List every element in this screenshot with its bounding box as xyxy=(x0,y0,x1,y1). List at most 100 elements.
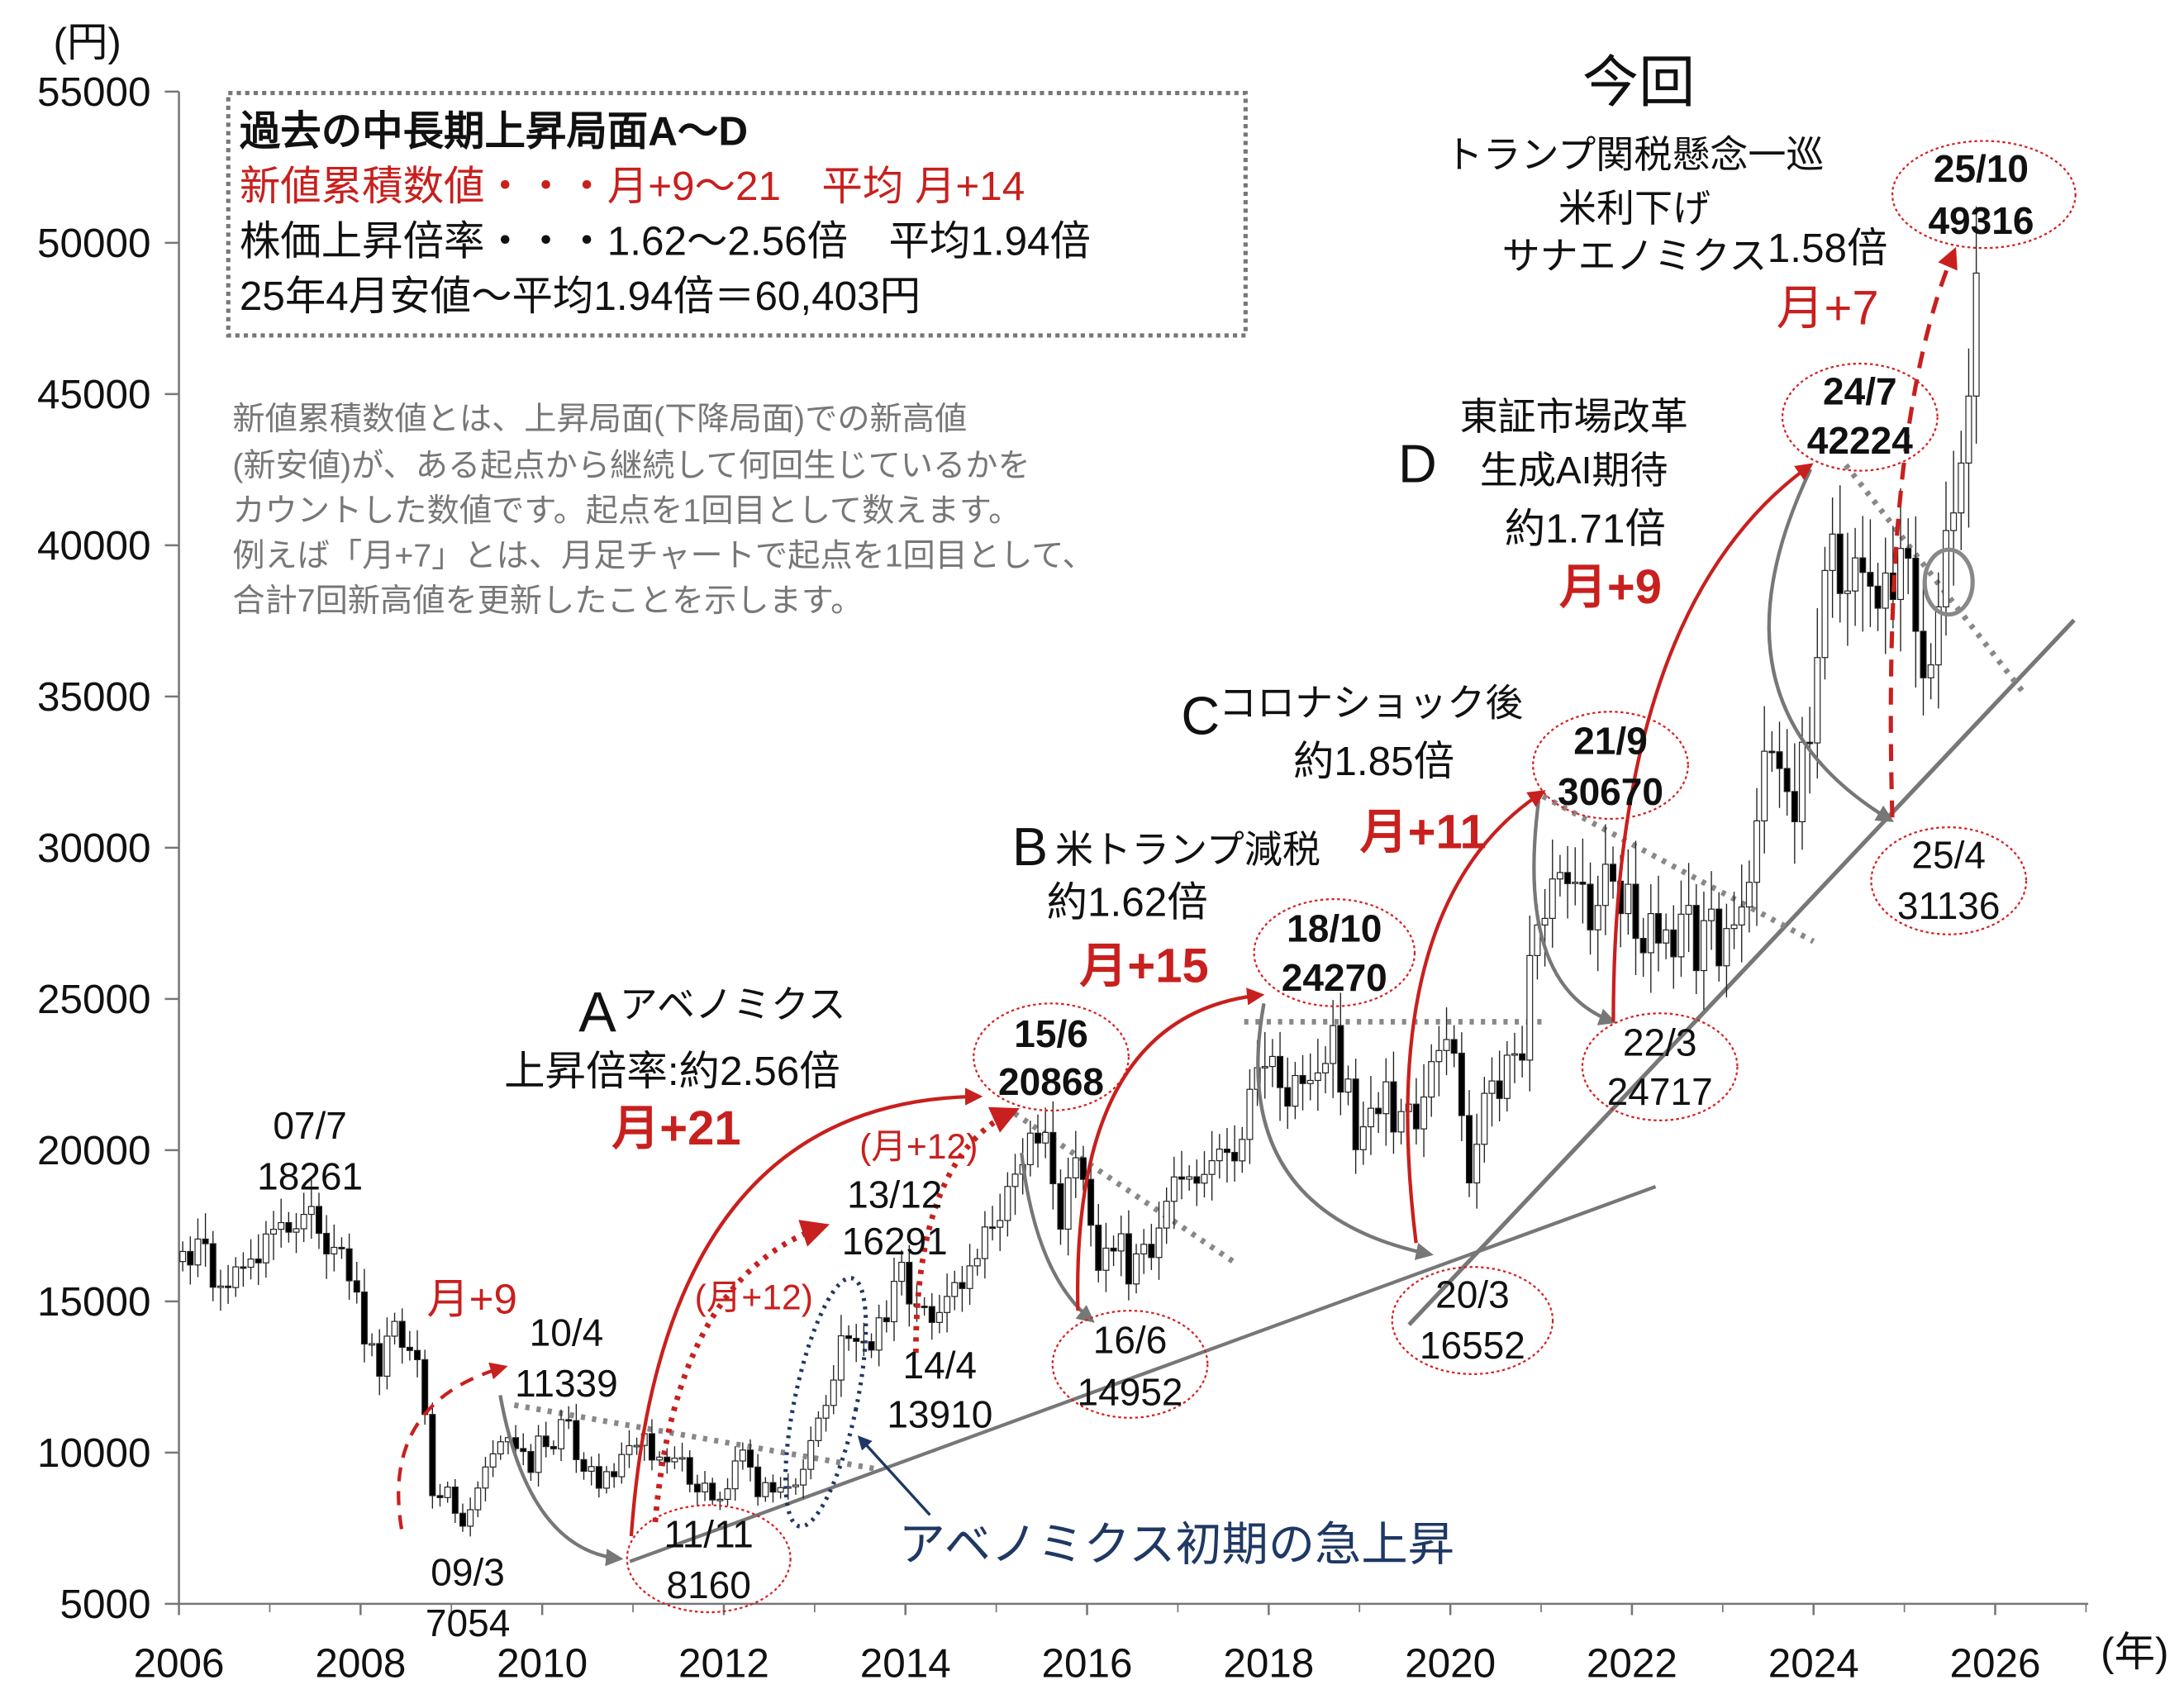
candle xyxy=(1117,1215,1125,1277)
candle-body xyxy=(535,1435,542,1473)
candle xyxy=(1715,892,1723,982)
candle xyxy=(906,1244,913,1327)
candle-body xyxy=(1654,913,1662,944)
candle xyxy=(527,1444,535,1482)
candle-body xyxy=(928,1306,935,1323)
candle xyxy=(1306,1053,1314,1101)
candle-body xyxy=(1117,1233,1125,1252)
candle-body xyxy=(837,1335,845,1381)
candle-body xyxy=(588,1466,595,1473)
candle-body xyxy=(1647,913,1654,954)
phase-a-count: 月+21 xyxy=(611,1102,740,1155)
summary-target: 25年4月安値〜平均1.94倍＝60,403円 xyxy=(240,274,921,319)
candle-body xyxy=(1072,1157,1079,1179)
y-tick-label: 15000 xyxy=(37,1279,150,1325)
candle-body xyxy=(1829,533,1836,571)
candle xyxy=(1284,1057,1292,1130)
candle-body xyxy=(807,1439,815,1470)
candle-body xyxy=(202,1238,209,1244)
candle xyxy=(360,1268,368,1363)
phase-d-theme: 東証市場改革 xyxy=(1460,395,1688,438)
candle-body xyxy=(656,1456,664,1461)
candle-body xyxy=(1125,1233,1132,1285)
candle-body xyxy=(1897,548,1905,601)
candle xyxy=(935,1294,943,1334)
candle xyxy=(270,1211,278,1260)
candle-body xyxy=(1677,913,1685,958)
date-label: 25/4 xyxy=(1911,834,1986,877)
phase-c-ratio: 約1.85倍 xyxy=(1293,739,1454,784)
phase-d-ratio: 約1.71倍 xyxy=(1505,507,1666,552)
candle xyxy=(815,1411,822,1448)
rise-arrows xyxy=(397,246,1958,1537)
candle xyxy=(323,1215,331,1279)
candle xyxy=(1745,860,1753,933)
candle-body xyxy=(1708,908,1715,921)
y-tick-label: 35000 xyxy=(37,674,150,720)
candle xyxy=(951,1270,959,1311)
candle-body xyxy=(1337,1025,1344,1093)
candle-body xyxy=(1511,1053,1518,1056)
phase-d-letter: D xyxy=(1398,433,1437,493)
candle-body xyxy=(1079,1157,1087,1180)
abenomics-early-ellipse xyxy=(783,1276,868,1529)
candle xyxy=(285,1211,293,1243)
candle xyxy=(739,1442,746,1470)
candle-body xyxy=(542,1435,550,1448)
candle xyxy=(331,1224,338,1272)
candle-body xyxy=(451,1486,459,1514)
candle xyxy=(731,1446,739,1501)
candle-body xyxy=(1503,1054,1511,1099)
candle xyxy=(1277,1031,1284,1121)
resistance-line-2010 xyxy=(513,1402,874,1472)
candle xyxy=(1268,1039,1276,1087)
candle-body xyxy=(1087,1178,1095,1226)
candle-body xyxy=(1972,272,1980,397)
abenomics-early-label: アベノミクス初期の急上昇 xyxy=(899,1518,1454,1570)
candle-body xyxy=(618,1454,626,1477)
candle xyxy=(573,1403,580,1473)
candle xyxy=(1496,1050,1503,1122)
candle-body xyxy=(1639,937,1647,954)
candle xyxy=(588,1456,595,1486)
candle-body xyxy=(194,1238,202,1266)
candle-body xyxy=(1322,1063,1330,1073)
candle xyxy=(1738,864,1745,963)
candle xyxy=(989,1206,997,1241)
summary-title: 過去の中長期上昇局面A〜D xyxy=(240,109,748,155)
candle xyxy=(1541,888,1549,967)
candle-body xyxy=(489,1453,497,1468)
candle xyxy=(1178,1150,1186,1200)
candle-body xyxy=(1745,882,1753,908)
candle xyxy=(973,1249,981,1276)
candle xyxy=(997,1193,1004,1251)
candle-body xyxy=(1958,462,1965,514)
y-tick-label: 10000 xyxy=(37,1430,150,1476)
candle-body xyxy=(353,1280,360,1293)
x-axis-unit: (年) xyxy=(2101,1630,2168,1675)
candle xyxy=(883,1300,890,1333)
candle-body xyxy=(278,1221,285,1230)
candle xyxy=(338,1237,345,1259)
candle xyxy=(1920,580,1927,716)
candle-body xyxy=(686,1457,693,1485)
candle xyxy=(792,1477,799,1495)
candle-body xyxy=(746,1449,754,1468)
candle xyxy=(1382,1058,1390,1146)
phase-b-ratio: 約1.62倍 xyxy=(1047,880,1208,926)
candle-body xyxy=(573,1420,580,1460)
candle-body xyxy=(1026,1132,1034,1166)
candle xyxy=(1011,1154,1019,1216)
candle xyxy=(1466,1090,1473,1197)
arrow-2010-2011 xyxy=(498,1395,624,1567)
candle xyxy=(1079,1145,1087,1192)
candle xyxy=(807,1426,815,1480)
candle-body xyxy=(345,1248,353,1282)
candle-body xyxy=(1610,864,1617,882)
candle xyxy=(1193,1159,1201,1206)
candle xyxy=(656,1451,664,1466)
candle-body xyxy=(467,1509,474,1527)
candle xyxy=(1594,875,1601,972)
candle xyxy=(1852,527,1859,626)
candle-body xyxy=(270,1229,278,1235)
